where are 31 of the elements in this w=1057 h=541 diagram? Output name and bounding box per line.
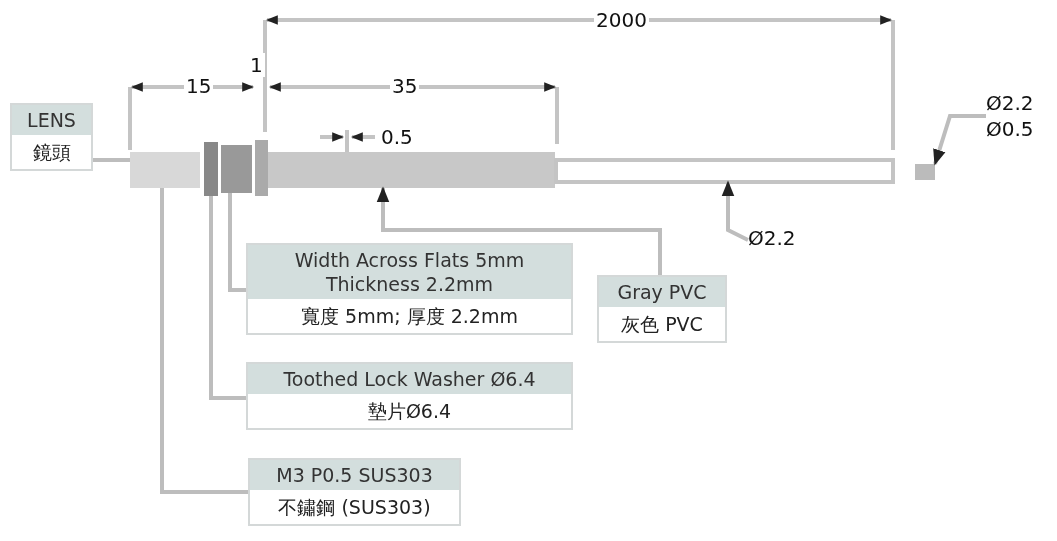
washer-part <box>204 142 218 196</box>
leader-line <box>933 114 986 166</box>
leader-line <box>93 158 130 162</box>
cable <box>554 158 895 184</box>
callout-heading: Toothed Lock Washer Ø6.4 <box>248 364 571 394</box>
callout-box <box>246 243 573 335</box>
dimension-text: Ø0.5 <box>986 116 1034 142</box>
callout-box <box>597 275 727 343</box>
callout-box <box>246 362 573 430</box>
callout-heading: LENS <box>12 105 91 135</box>
callout-heading: Width Across Flats 5mm Thickness 2.2mm <box>248 245 571 299</box>
callout-text: 不鏽鋼 (SUS303) <box>277 495 432 520</box>
callout-heading: M3 P0.5 SUS303 <box>250 460 459 490</box>
callout-text: 寬度 5mm; 厚度 2.2mm <box>300 304 519 329</box>
callout-box <box>10 103 93 171</box>
leader-line <box>376 186 662 275</box>
leader-line <box>160 188 248 494</box>
leader-line <box>721 180 749 242</box>
leader-line <box>209 196 246 400</box>
callout-text: 墊片Ø6.4 <box>366 399 453 424</box>
cable-end <box>915 164 935 180</box>
nut-part <box>221 145 252 193</box>
callout-text: 鏡頭 <box>31 140 72 165</box>
dimension-text: Ø2.2 <box>748 225 796 251</box>
sensor-body <box>268 152 555 188</box>
thread-part <box>130 152 200 188</box>
leader-line <box>228 193 246 292</box>
dimension-text: Ø2.2 <box>986 90 1034 116</box>
callout-heading: Gray PVC <box>599 277 725 307</box>
callout-text: 灰色 PVC <box>620 312 704 337</box>
callout-box <box>248 458 461 526</box>
